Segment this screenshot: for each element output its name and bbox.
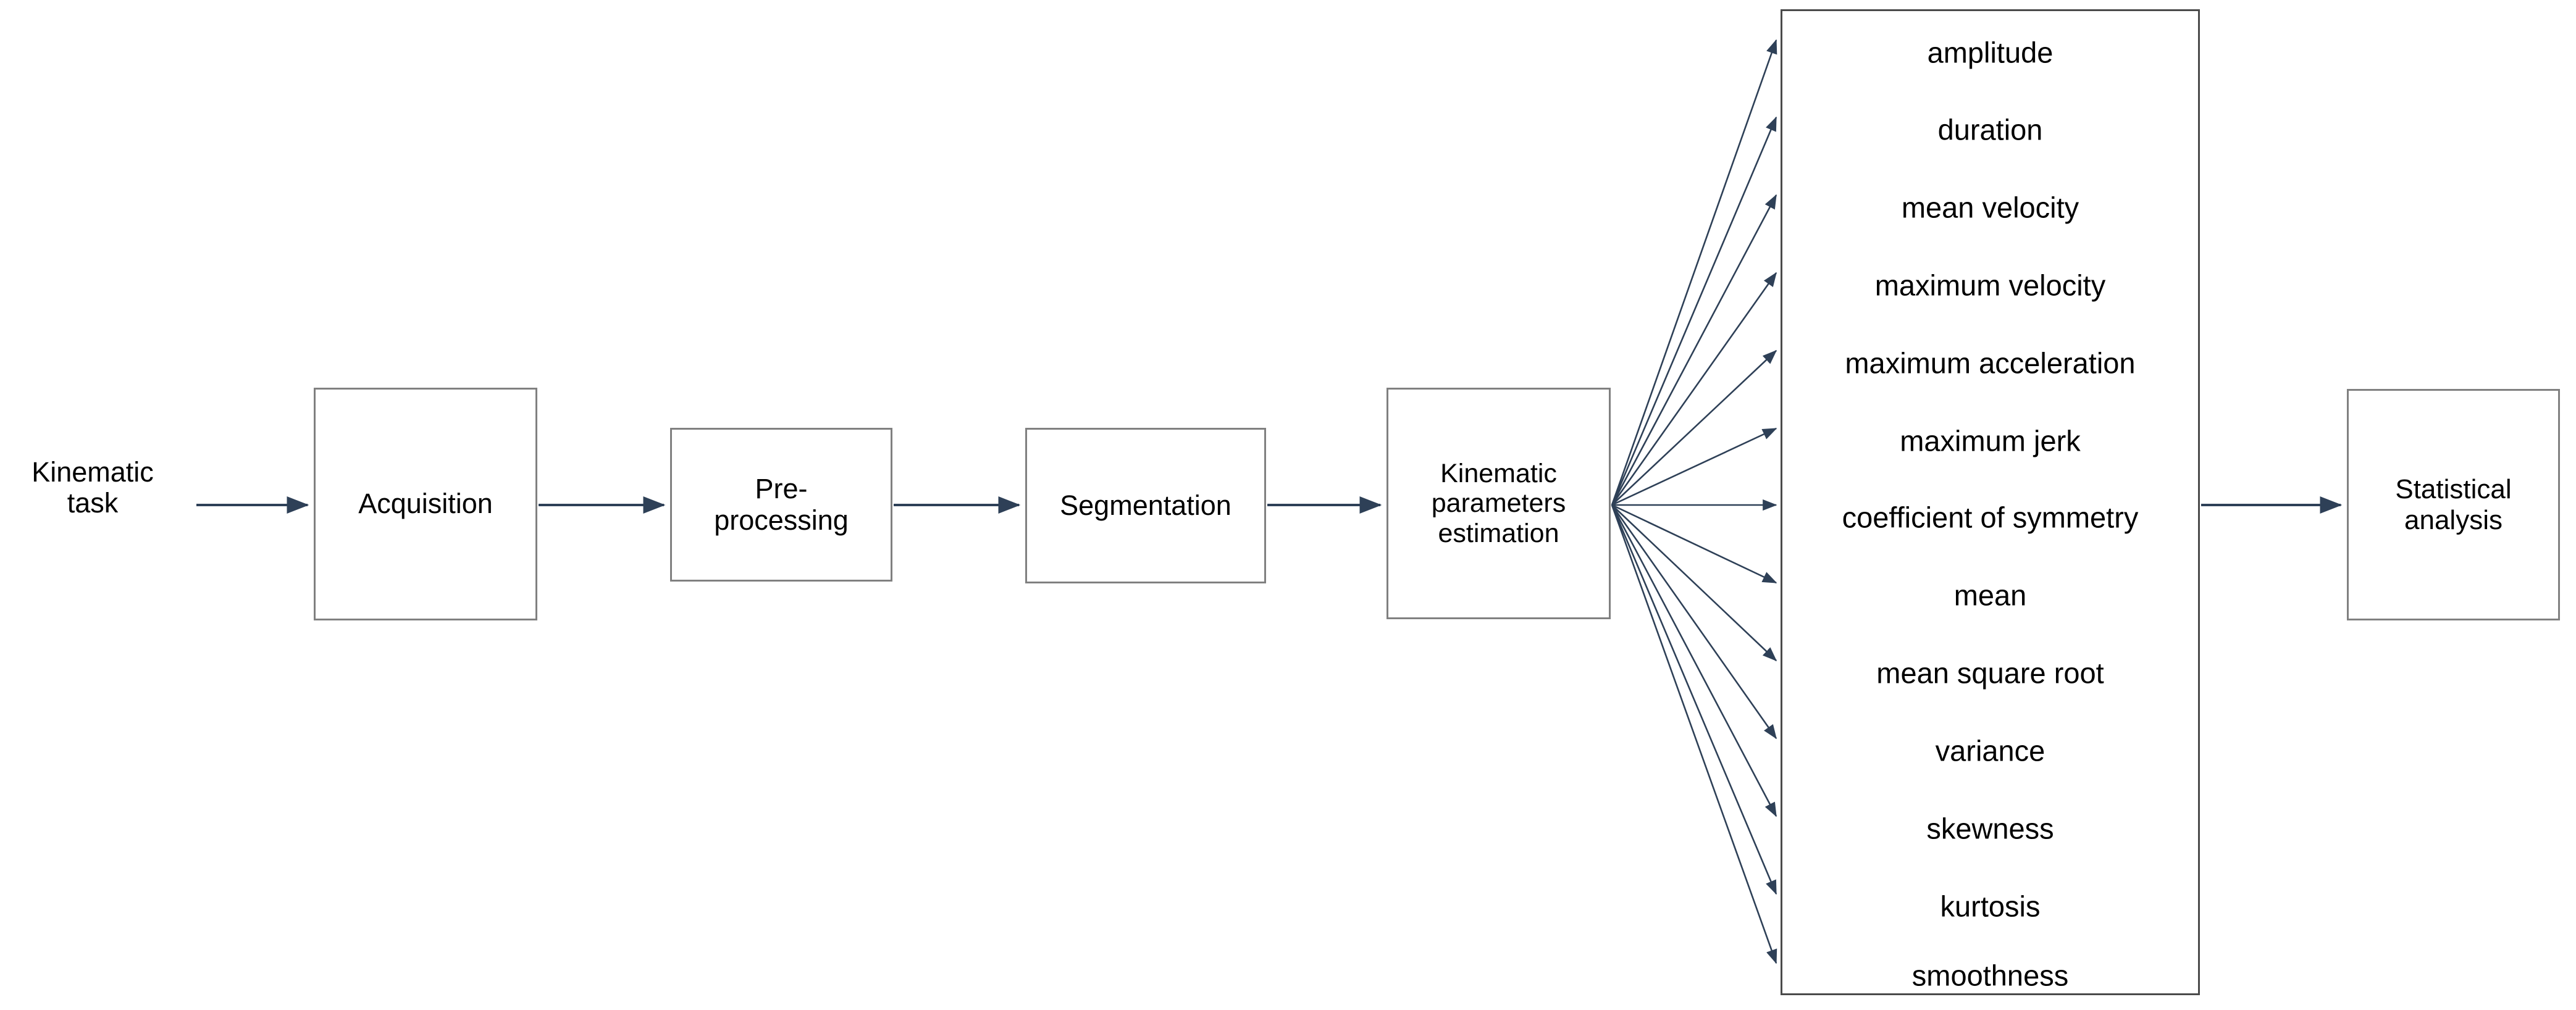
parameter-item: amplitude <box>1927 36 2054 69</box>
parameter-item: duration <box>1937 113 2043 146</box>
fanout-edge-mean-velocity <box>1611 194 1777 506</box>
fanout-edge-amplitude <box>1611 39 1777 506</box>
fanout-edge-smoothness <box>1611 504 1777 964</box>
node-acquisition-label: Acquisition <box>358 488 493 520</box>
parameter-item: mean velocity <box>1901 191 2079 224</box>
parameter-item: mean <box>1953 578 2027 612</box>
parameter-item: coefficient of symmetry <box>1842 501 2139 534</box>
node-segmentation[interactable]: Segmentation <box>1025 428 1266 583</box>
fanout-edge-maximum-velocity <box>1611 272 1777 506</box>
fanout-edge-mean-square-root <box>1611 504 1777 662</box>
parameter-item: skewness <box>1926 812 2054 845</box>
node-kinematic-parameters-estimation[interactable]: Kinematic parameters estimation <box>1387 388 1611 619</box>
entry-label-kinematic-task: Kinematic task <box>31 456 154 519</box>
node-segmentation-label: Segmentation <box>1060 489 1231 521</box>
node-parameters-list[interactable]: amplitude duration mean velocity maximum ve… <box>1781 9 2200 995</box>
parameter-item: kurtosis <box>1940 890 2041 923</box>
parameter-item: variance <box>1935 734 2045 767</box>
parameter-item: smoothness <box>1911 959 2069 992</box>
fanout-edge-maximum-acceleration <box>1611 349 1777 506</box>
fanout-edges <box>1611 39 1777 964</box>
node-statistical-analysis-label: Statistical analysis <box>2395 474 2512 535</box>
node-statistical-analysis[interactable]: Statistical analysis <box>2347 389 2560 620</box>
parameter-item: mean square root <box>1876 656 2104 690</box>
node-preprocessing[interactable]: Pre- processing <box>670 428 892 582</box>
fanout-edge-variance <box>1611 504 1777 740</box>
fanout-edge-kurtosis <box>1611 504 1777 895</box>
parameter-item: maximum velocity <box>1874 269 2106 302</box>
fanout-edge-skewness <box>1611 504 1777 817</box>
node-preprocessing-label: Pre- processing <box>714 473 849 536</box>
node-acquisition[interactable]: Acquisition <box>314 388 537 620</box>
parameter-item: maximum acceleration <box>1845 346 2136 380</box>
node-kinematic-parameters-estimation-label: Kinematic parameters estimation <box>1431 459 1566 548</box>
fanout-edge-mean <box>1611 504 1777 584</box>
fanout-edge-duration <box>1611 116 1777 506</box>
parameter-item: maximum jerk <box>1900 424 2081 457</box>
fanout-edge-maximum-jerk <box>1611 427 1777 506</box>
parameters-list-items: amplitude duration mean velocity maximum ve… <box>1782 22 2198 1004</box>
